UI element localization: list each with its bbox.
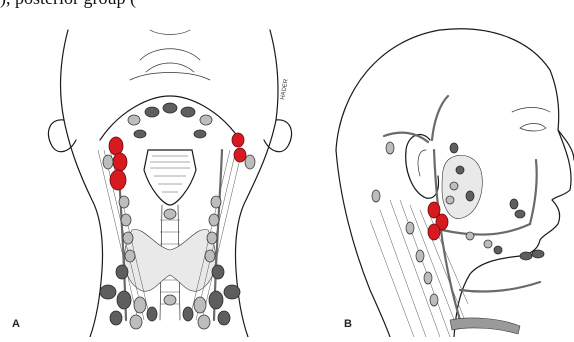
chin-contour-3 bbox=[130, 73, 210, 81]
lymph-node bbox=[466, 232, 474, 240]
eyebrow bbox=[512, 108, 550, 113]
lymph-node bbox=[372, 190, 380, 202]
head-profile bbox=[336, 29, 574, 160]
lymph-node bbox=[123, 232, 133, 244]
lymph-node bbox=[416, 250, 424, 262]
submandibular-vein bbox=[460, 282, 540, 292]
parotid-gland bbox=[442, 155, 482, 218]
lymph-node bbox=[130, 315, 142, 329]
lymph-node bbox=[494, 246, 502, 254]
lymph-node bbox=[198, 315, 210, 329]
highlighted-lymph-node bbox=[109, 137, 123, 155]
highlighted-lymph-node bbox=[234, 148, 246, 162]
lymph-node bbox=[200, 115, 212, 125]
lymph-node bbox=[515, 210, 525, 218]
lymph-node bbox=[532, 250, 544, 258]
lymph-node bbox=[119, 196, 129, 208]
thyroid-gland bbox=[124, 229, 215, 291]
highlighted-lymph-node bbox=[428, 224, 440, 240]
ear bbox=[406, 135, 439, 199]
lymph-node bbox=[181, 107, 195, 117]
lymph-node bbox=[510, 199, 518, 209]
lymph-node bbox=[103, 155, 113, 169]
eye bbox=[520, 124, 546, 132]
facial-vein-upper bbox=[530, 160, 537, 224]
lymph-node bbox=[145, 107, 159, 117]
lymph-node bbox=[224, 285, 240, 299]
nose-and-mouth bbox=[520, 130, 571, 256]
lymph-node bbox=[205, 250, 215, 262]
lymph-node bbox=[163, 103, 177, 113]
panel-label-b: B bbox=[344, 318, 352, 330]
panel-a-frontal-neck: HADER A bbox=[0, 0, 318, 337]
lymph-node bbox=[424, 272, 432, 284]
panel-label-a: A bbox=[12, 318, 20, 330]
lymph-node bbox=[209, 214, 219, 226]
larynx-hatching bbox=[150, 156, 190, 192]
lymph-node bbox=[164, 295, 176, 305]
lymph-node bbox=[456, 166, 464, 174]
back-of-neck bbox=[336, 150, 390, 337]
lymph-node bbox=[484, 240, 492, 248]
lymph-node bbox=[212, 265, 224, 279]
lymph-node bbox=[116, 265, 128, 279]
lymph-node bbox=[117, 291, 131, 309]
neck-muscle-hatching bbox=[370, 200, 468, 337]
artist-signature: HADER bbox=[280, 78, 290, 100]
lymph-node bbox=[164, 209, 176, 219]
lymph-node bbox=[430, 294, 438, 306]
lymph-node bbox=[218, 311, 230, 325]
clavicle-vessels bbox=[450, 318, 520, 334]
head-outline-right bbox=[235, 30, 278, 337]
lymph-node bbox=[466, 191, 474, 201]
lymph-node bbox=[446, 196, 454, 204]
larynx-outline bbox=[144, 150, 196, 205]
lip-line bbox=[150, 30, 190, 35]
lymph-node bbox=[209, 291, 223, 309]
lymph-node bbox=[194, 297, 206, 313]
frontal-neck-illustration: HADER bbox=[0, 0, 318, 337]
lymph-node bbox=[121, 214, 131, 226]
lymph-node bbox=[110, 311, 122, 325]
panel-b-lateral-head: B bbox=[330, 0, 574, 337]
lymph-node bbox=[134, 130, 146, 138]
ear-inner bbox=[418, 150, 426, 176]
lymph-node bbox=[147, 307, 157, 321]
lymph-node bbox=[183, 307, 193, 321]
lymph-node bbox=[450, 182, 458, 190]
facial-vein-branch bbox=[442, 224, 530, 235]
head-outline bbox=[61, 30, 103, 337]
lateral-head-illustration bbox=[330, 0, 574, 337]
chin-contour-2 bbox=[146, 63, 194, 72]
lymph-node bbox=[128, 115, 140, 125]
lymph-node bbox=[386, 142, 394, 154]
left-ear bbox=[48, 120, 76, 152]
highlighted-lymph-node bbox=[232, 133, 244, 147]
lymph-node bbox=[100, 285, 116, 299]
lymph-node bbox=[406, 222, 414, 234]
lymph-node bbox=[207, 232, 217, 244]
lymph-node bbox=[520, 252, 532, 260]
lymph-node bbox=[134, 297, 146, 313]
temporal-vessel bbox=[432, 96, 448, 140]
right-ear bbox=[264, 120, 292, 152]
highlighted-lymph-node bbox=[113, 153, 127, 171]
lymph-node bbox=[245, 155, 255, 169]
lymph-node bbox=[194, 130, 206, 138]
chin-contour-1 bbox=[140, 49, 200, 60]
highlighted-lymph-node bbox=[110, 170, 126, 190]
lymph-node bbox=[450, 143, 458, 153]
lymph-node bbox=[125, 250, 135, 262]
lymph-node bbox=[211, 196, 221, 208]
